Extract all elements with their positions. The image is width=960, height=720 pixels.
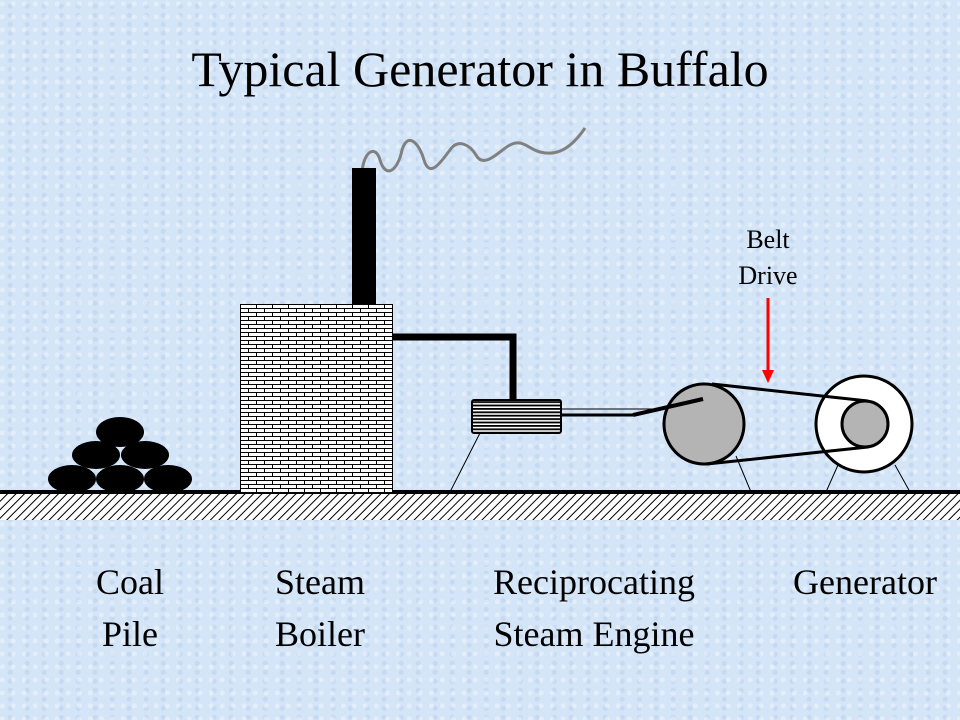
belt-bottom xyxy=(706,445,869,466)
belt-drive-arrow xyxy=(762,298,774,383)
generator-pulley xyxy=(840,399,890,449)
label-line2: Boiler xyxy=(275,614,365,654)
connecting-rod xyxy=(632,397,704,417)
label-line1: Generator xyxy=(793,562,937,602)
label-line2: Pile xyxy=(101,614,158,654)
label-line2: Steam Engine xyxy=(493,614,695,654)
belt-drive-label-line2: Drive xyxy=(738,261,798,290)
coal-pile xyxy=(48,417,192,493)
cylinder-leg xyxy=(449,432,481,493)
chimney xyxy=(352,168,376,305)
coal-pile-label: Coal Pile xyxy=(60,556,200,660)
belt-top xyxy=(711,382,869,403)
steam-boiler xyxy=(240,304,393,493)
label-line1: Coal xyxy=(96,562,164,602)
ground-hatch xyxy=(0,494,960,520)
steam-cylinder xyxy=(471,399,562,434)
ground-line xyxy=(0,490,960,494)
generator-leg-left xyxy=(825,464,839,493)
generator-leg-right xyxy=(894,464,911,493)
steam-boiler-label: Steam Boiler xyxy=(240,556,400,660)
generator-label: Generator xyxy=(770,556,960,608)
belt-drive-label: Belt Drive xyxy=(718,222,818,294)
label-line1: Reciprocating xyxy=(493,562,695,602)
smoke-plume xyxy=(360,127,587,173)
steam-pipe xyxy=(392,333,517,400)
flywheel xyxy=(662,382,746,466)
steam-engine-label: Reciprocating Steam Engine xyxy=(444,556,744,660)
slide-title: Typical Generator in Buffalo xyxy=(191,41,769,97)
label-line1: Steam xyxy=(275,562,365,602)
belt-drive-label-line1: Belt xyxy=(746,225,790,254)
